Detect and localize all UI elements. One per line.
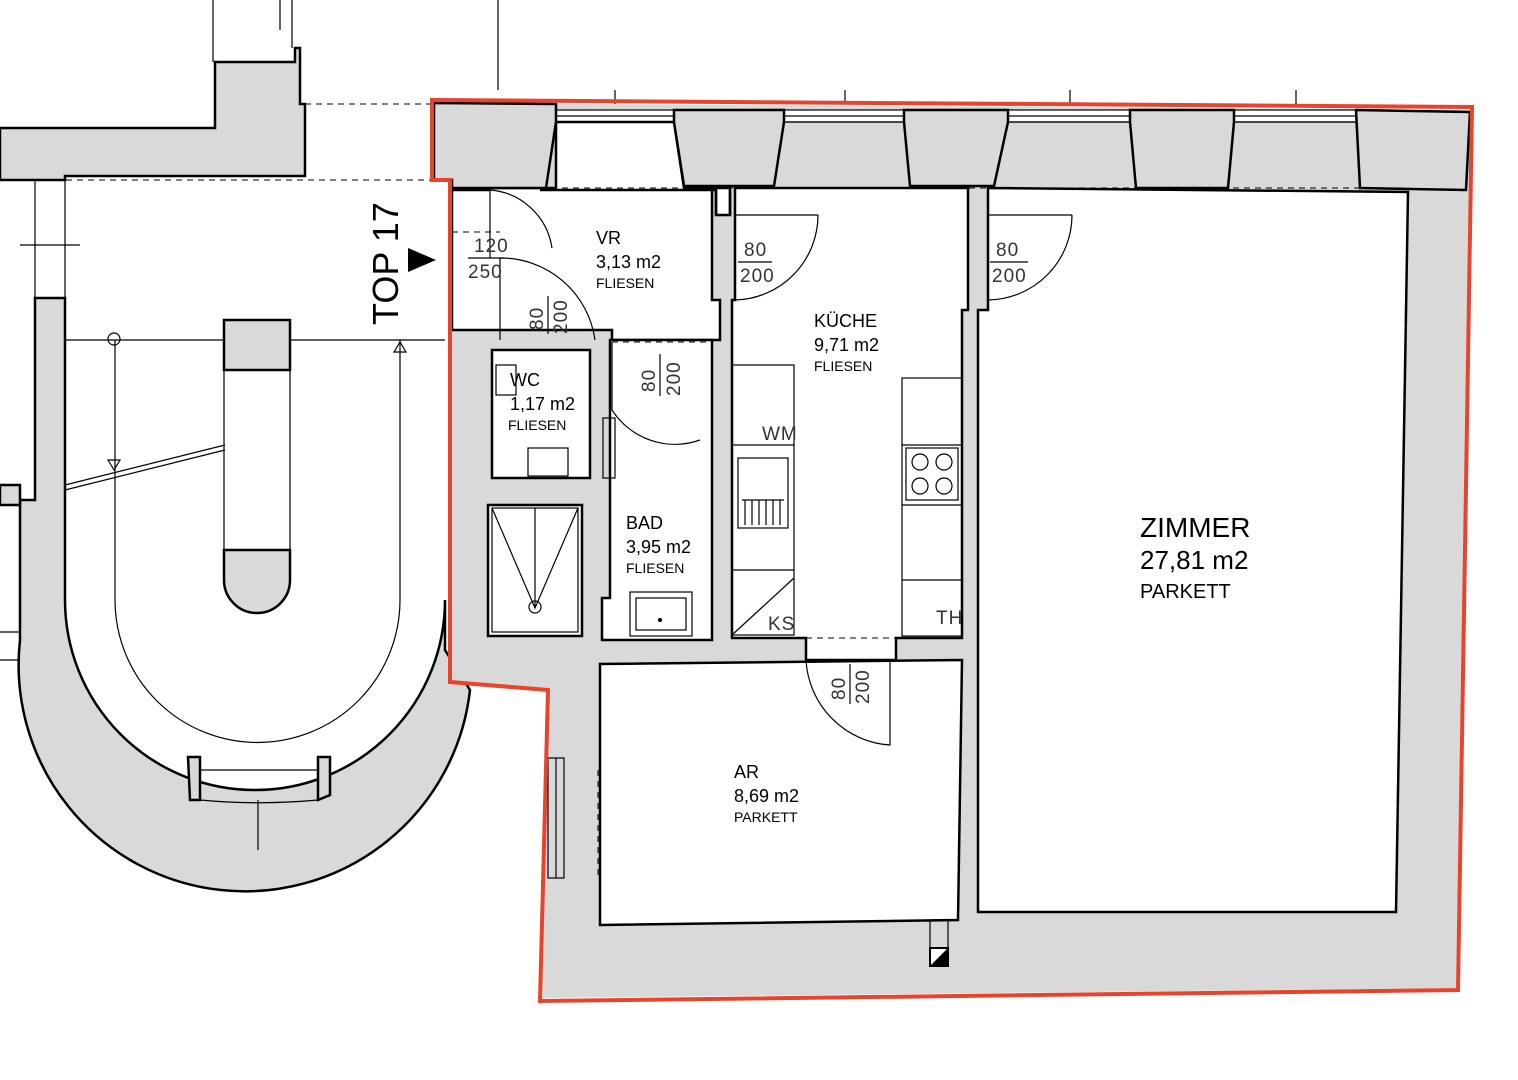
door-height: 200 [992, 266, 1027, 287]
door-width: 80 [527, 307, 548, 330]
door-height: 200 [853, 669, 874, 704]
room-label-ar: AR 8,69 m2 PARKETT [734, 762, 799, 825]
door-height: 200 [740, 266, 775, 287]
door-dim-vr-kueche: 80 200 [738, 240, 775, 287]
door-width: 120 [474, 236, 509, 257]
room-bad-shape [600, 338, 714, 642]
room-floor: PARKETT [1140, 581, 1231, 603]
unit-label-text: TOP 17 [365, 202, 406, 325]
room-area: 9,71 m2 [814, 335, 879, 355]
room-name: KÜCHE [814, 311, 877, 331]
room-floor: FLIESEN [596, 275, 654, 291]
door-dim-kueche-ar: 80 200 [829, 664, 874, 704]
room-label-zimmer: ZIMMER 27,81 m2 PARKETT [1140, 512, 1250, 603]
water-heater-label: TH [936, 608, 963, 629]
door-width: 80 [639, 369, 660, 392]
room-label-bad: BAD 3,95 m2 FLIESEN [626, 513, 691, 576]
room-label-wc: WC 1,17 m2 FLIESEN [508, 370, 575, 433]
unit-label: TOP 17 [365, 202, 436, 325]
entry-arrow-icon [408, 248, 436, 272]
fixtures [491, 364, 963, 967]
room-label-vr: VR 3,13 m2 FLIESEN [596, 228, 661, 291]
door-dim-entry: 120 250 [468, 236, 509, 283]
door-dim-vr-wc: 80 200 [527, 296, 572, 334]
room-area: 3,95 m2 [626, 537, 691, 557]
stairwell-area [0, 0, 499, 893]
room-area: 1,17 m2 [510, 394, 575, 414]
door-width: 80 [829, 677, 850, 700]
door-width: 80 [996, 240, 1019, 261]
door-height: 250 [468, 262, 503, 283]
room-name: WC [510, 370, 540, 390]
room-label-kueche: KÜCHE 9,71 m2 FLIESEN [814, 311, 879, 374]
room-name: BAD [626, 513, 663, 533]
door-openings [452, 187, 1408, 880]
door-dim-kueche-zimmer: 80 200 [990, 240, 1028, 287]
room-floor: FLIESEN [508, 417, 566, 433]
door-width: 80 [744, 240, 767, 261]
unit-outline [430, 97, 1475, 1004]
door-swings [489, 189, 1073, 746]
shower-tray [491, 507, 579, 633]
fridge-label: KS [768, 614, 795, 635]
washing-machine-label: WM [762, 424, 798, 445]
room-floor: FLIESEN [814, 358, 872, 374]
room-ar-shape [598, 658, 964, 927]
rooms [432, 101, 1472, 927]
room-wc-shape [490, 348, 592, 480]
room-zimmer-shape [976, 186, 1410, 914]
room-area: 27,81 m2 [1140, 545, 1248, 575]
room-floor: FLIESEN [626, 560, 684, 576]
door-dim-vr-bad: 80 200 [639, 354, 685, 396]
room-floor: PARKETT [734, 809, 798, 825]
room-name: VR [596, 228, 621, 248]
door-height: 200 [664, 361, 685, 396]
room-name: ZIMMER [1140, 512, 1250, 543]
room-area: 8,69 m2 [734, 786, 799, 806]
door-height: 200 [551, 299, 572, 334]
room-area: 3,13 m2 [596, 252, 661, 272]
room-name: AR [734, 762, 759, 782]
